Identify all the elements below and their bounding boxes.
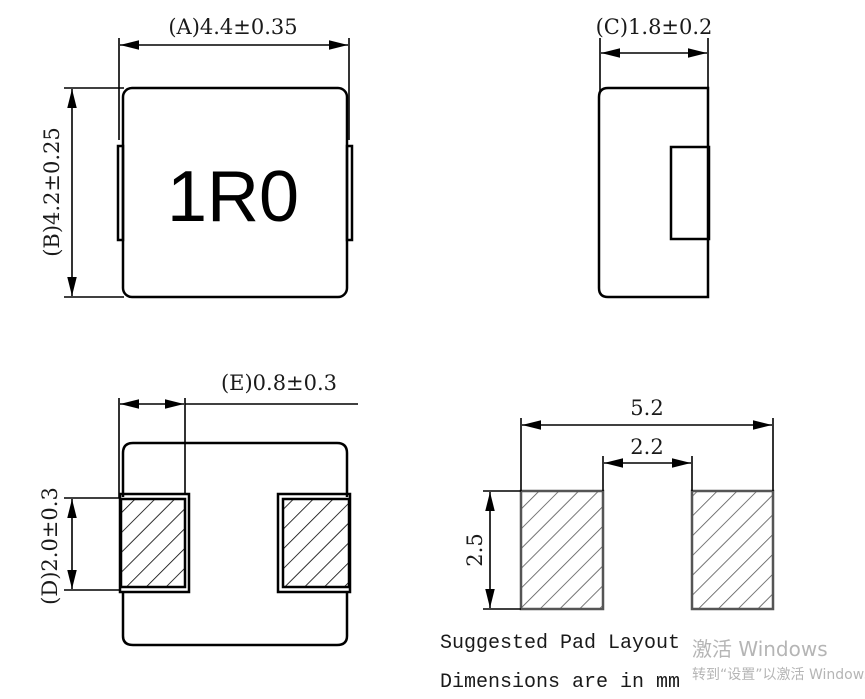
dim-e-label: (E)0.8±0.3 bbox=[221, 371, 337, 395]
pad-left bbox=[519, 489, 605, 611]
side-view: (C)1.8±0.2 bbox=[596, 15, 713, 299]
dim-overall-label: 5.2 bbox=[630, 396, 663, 420]
part-marking: 1R0 bbox=[167, 157, 299, 237]
bottom-view: (E)0.8±0.3 (D)2.0±0.3 bbox=[38, 371, 358, 647]
side-body bbox=[597, 86, 710, 299]
dim-a-label: (A)4.4±0.35 bbox=[168, 15, 297, 39]
dim-c-label: (C)1.8±0.2 bbox=[596, 15, 713, 39]
dim-b-label: (B)4.2±0.25 bbox=[40, 127, 64, 257]
side-terminal bbox=[669, 145, 711, 241]
activation-watermark-line2: 转到“设置”以激活 Windows bbox=[692, 666, 865, 683]
pad-layout: 5.2 2.2 2.5 Suggested Pad Layout Dimensi… bbox=[440, 396, 775, 694]
bottom-pad-right bbox=[281, 497, 351, 589]
pad-layout-title: Suggested Pad Layout bbox=[440, 632, 680, 655]
activation-watermark-line1: 激活 Windows bbox=[692, 637, 828, 661]
right-terminal bbox=[345, 144, 354, 242]
dim-gap-label: 2.2 bbox=[630, 435, 663, 459]
bottom-pad-left bbox=[119, 497, 187, 589]
units-note: Dimensions are in mm bbox=[440, 671, 680, 694]
dim-d-label: (D)2.0±0.3 bbox=[38, 487, 62, 605]
left-terminal bbox=[116, 144, 125, 242]
top-view: 1R0 (A)4.4±0.35 (B)4.2±0.25 bbox=[40, 15, 354, 299]
dim-height-label: 2.5 bbox=[463, 533, 487, 566]
pad-right bbox=[690, 489, 775, 611]
